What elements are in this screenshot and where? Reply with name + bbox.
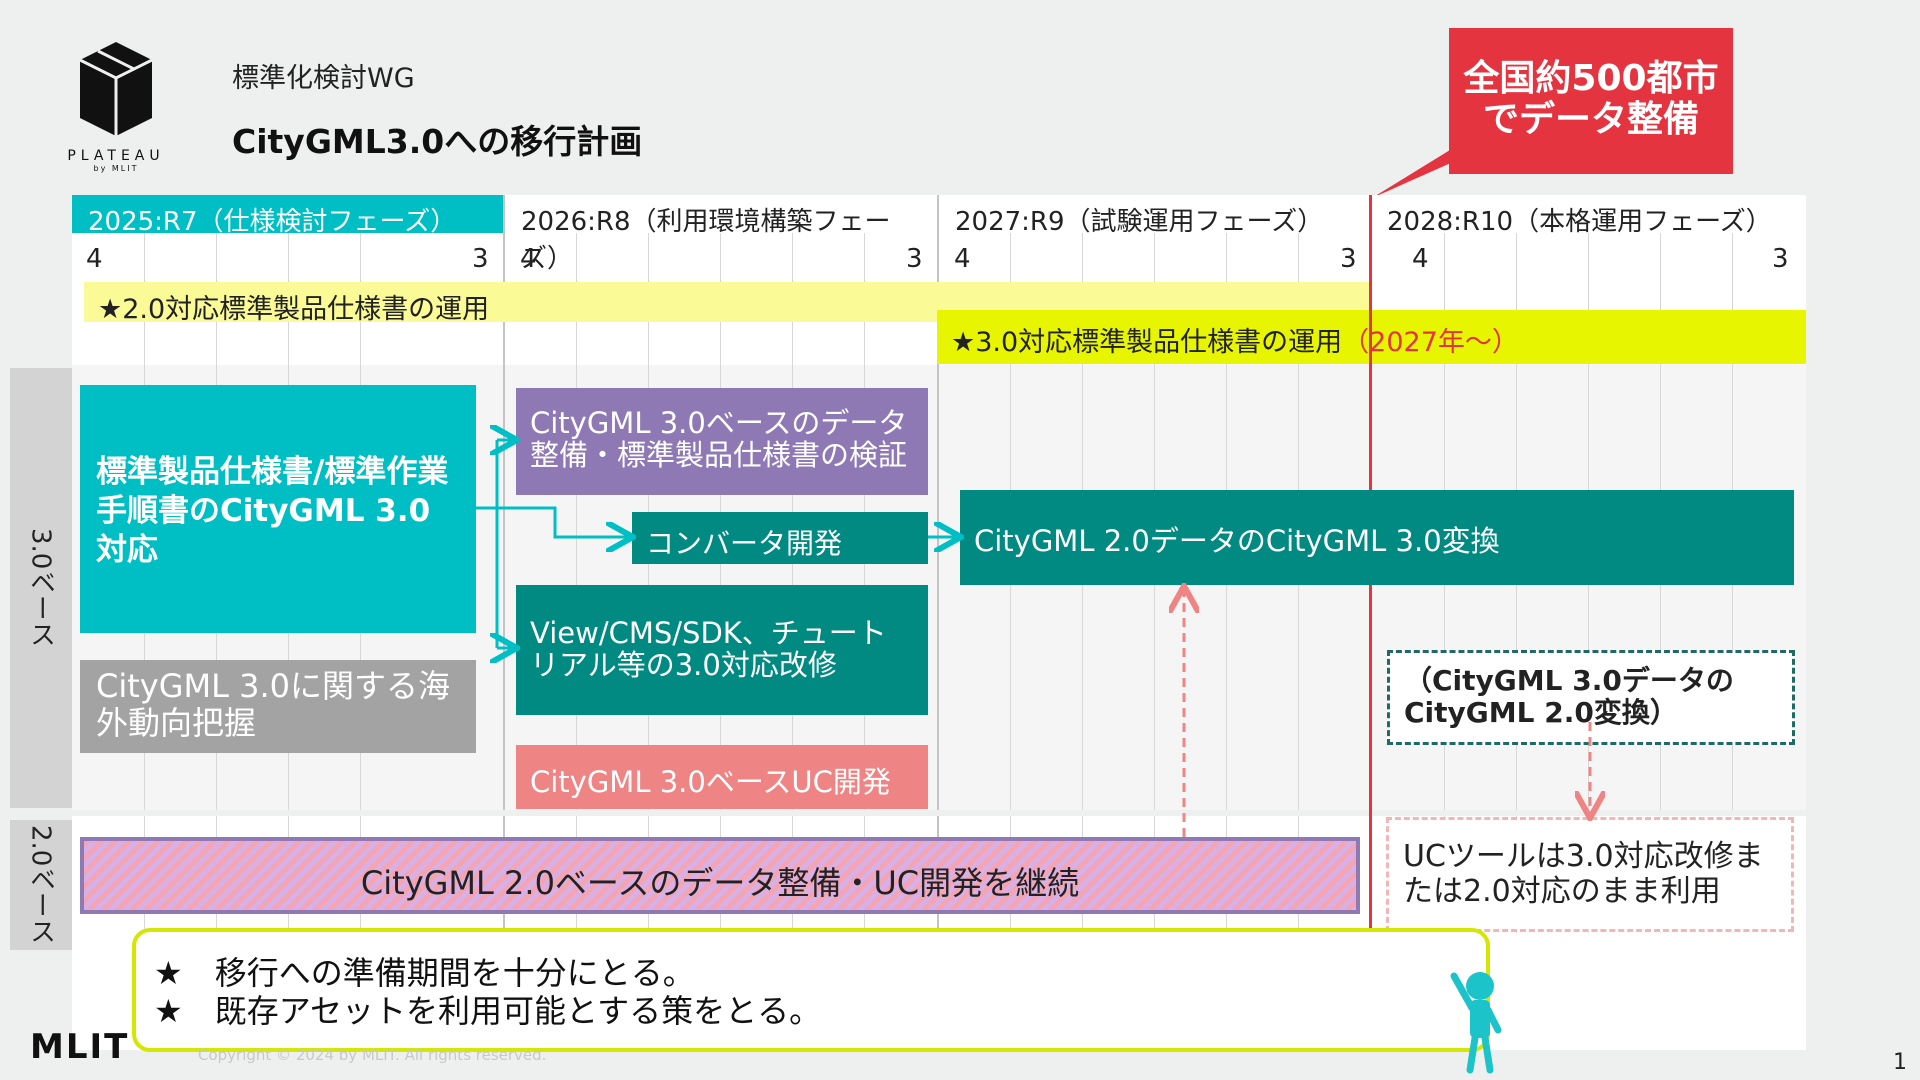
row-label-20: 2.0ベース bbox=[10, 820, 72, 950]
row-label-30: 3.0ベース bbox=[10, 368, 72, 808]
row-label-20-text: 2.0ベース bbox=[25, 825, 56, 945]
task-uc30: CityGML 3.0ベースUC開発 bbox=[516, 745, 928, 809]
month-tick: 4 bbox=[1412, 244, 1429, 274]
callout-box: 全国約500都市 でデータ整備 bbox=[1449, 28, 1733, 174]
task-convert-main: CityGML 2.0データのCityGML 3.0変換 bbox=[960, 490, 1794, 585]
grid-line bbox=[864, 233, 865, 933]
task-converter: コンバータ開発 bbox=[632, 512, 928, 564]
callout-line-2: でデータ整備 bbox=[1482, 99, 1699, 141]
task-reverse-convert: （CityGML 3.0データのCityGML 2.0変換） bbox=[1387, 650, 1795, 745]
task-overseas: CityGML 3.0に関する海外動向把握 bbox=[80, 660, 476, 753]
copyright-text: Copyright © 2024 by MLIT. All rights res… bbox=[198, 1046, 547, 1064]
year-header-2027: 2027:R9（試験運用フェーズ） bbox=[939, 195, 1369, 237]
task-data-verify: CityGML 3.0ベースのデータ整備・標準製品仕様書の検証 bbox=[516, 388, 928, 495]
task-uc-tools: UCツールは3.0対応改修または2.0対応のまま利用 bbox=[1386, 817, 1794, 932]
callout-line-1: 全国約500都市 bbox=[1463, 58, 1719, 99]
task-spec-support: 標準製品仕様書/標準作業手順書のCityGML 3.0対応 bbox=[80, 385, 476, 633]
plateau-logo: PLATEAU by MLIT bbox=[56, 38, 176, 173]
page-title: CityGML3.0への移行計画 bbox=[232, 122, 643, 161]
task-viewer: View/CMS/SDK、チュートリアル等の3.0対応改修 bbox=[516, 585, 928, 715]
month-tick: 4 bbox=[86, 244, 103, 274]
note-line-1: ★ 移行への準備期間を十分にとる。 bbox=[154, 954, 695, 992]
mlit-logo: MLIT bbox=[30, 1027, 130, 1067]
month-tick: 3 bbox=[1340, 244, 1357, 274]
row-label-30-text: 3.0ベース bbox=[25, 528, 56, 648]
row-divider bbox=[72, 810, 1806, 816]
mascot-figure-icon bbox=[1450, 972, 1502, 1074]
year-header-2028: 2028:R10（本格運用フェーズ） bbox=[1371, 195, 1806, 237]
month-tick: 4 bbox=[954, 244, 971, 274]
year-separator bbox=[503, 195, 505, 933]
page-number: 1 bbox=[1893, 1050, 1907, 1075]
year-separator bbox=[937, 195, 939, 933]
month-tick: 3 bbox=[1772, 244, 1789, 274]
grid-line bbox=[792, 233, 793, 933]
task-continue20-label: CityGML 2.0ベースのデータ整備・UC開発を継続 bbox=[360, 864, 1080, 902]
task-continue20: CityGML 2.0ベースのデータ整備・UC開発を継続 bbox=[80, 837, 1360, 914]
grid-line bbox=[648, 233, 649, 933]
year-header-2026: 2026:R8（利用環境構築フェーズ） bbox=[505, 195, 937, 274]
notes-box: ★ 移行への準備期間を十分にとる。 ★ 既存アセットを利用可能とする策をとる。 bbox=[132, 928, 1490, 1052]
month-tick: 4 bbox=[520, 244, 537, 274]
logo-byline: by MLIT bbox=[93, 164, 139, 173]
year-header-2025: 2025:R7（仕様検討フェーズ） bbox=[72, 195, 503, 237]
spec30-label: ★3.0対応標準製品仕様書の運用 bbox=[951, 327, 1343, 358]
grid-line bbox=[576, 233, 577, 933]
logo-wordmark: PLATEAU bbox=[67, 148, 165, 164]
month-tick: 3 bbox=[472, 244, 489, 274]
note-line-2: ★ 既存アセットを利用可能とする策をとる。 bbox=[154, 992, 822, 1031]
plateau-cube-icon bbox=[79, 42, 153, 136]
spec20-label: ★2.0対応標準製品仕様書の運用 bbox=[98, 294, 490, 325]
page-subtitle: 標準化検討WG bbox=[232, 63, 415, 94]
grid-line bbox=[720, 233, 721, 933]
month-tick: 3 bbox=[906, 244, 923, 274]
